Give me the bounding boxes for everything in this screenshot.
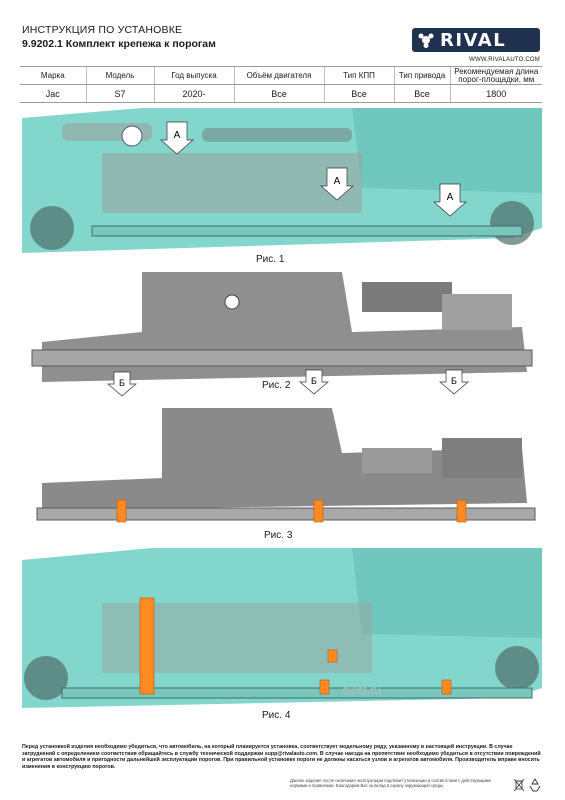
cell-gearbox: Все	[323, 84, 394, 103]
marker-b-3: Б	[451, 376, 457, 386]
col-make: Марка	[20, 66, 86, 85]
cell-year: 2020-	[153, 84, 234, 103]
cell-length: 1800	[449, 84, 542, 103]
kit-title: 9.9202.1 Комплект крепежа к порогам	[22, 38, 216, 50]
col-model: Модель	[85, 66, 154, 85]
crossed-bin-icon	[513, 778, 525, 792]
underbody-scan-teal: А А А	[22, 108, 542, 268]
underbody-scan-gray: Б Б Б	[22, 272, 542, 400]
col-gearbox: Тип КПП	[323, 66, 394, 85]
vehicle-spec-table: Марка Модель Год выпуска Объём двигателя…	[20, 66, 542, 103]
disposal-note: Данное изделие после окончания эксплуата…	[290, 778, 491, 788]
installation-warning: Перед установкой изделия необходимо убед…	[22, 744, 541, 770]
mounting-brackets	[116, 499, 467, 523]
brand-mark-icon	[418, 33, 434, 48]
figure-3: Рис. 3	[22, 408, 542, 544]
col-length: Рекомендуемая длина порог-площадки, мм	[449, 66, 542, 85]
recycle-icon	[529, 778, 541, 792]
cell-engine: Все	[233, 84, 324, 103]
col-drive: Тип привода	[393, 66, 450, 85]
figure-4-caption: Рис. 4	[260, 710, 293, 721]
figure-2: Б Б Б Рис. 2	[22, 272, 542, 400]
marker-b-1: Б	[119, 378, 125, 388]
underbody-scan-brackets	[22, 408, 542, 544]
document-footer: Перед установкой изделия необходимо убед…	[22, 744, 542, 792]
figure-3-caption: Рис. 3	[262, 530, 295, 541]
rival-logo: RIVAL	[412, 28, 540, 52]
document-title: ИНСТРУКЦИЯ ПО УСТАНОВКЕ	[22, 24, 183, 36]
cell-model: S7	[85, 84, 154, 103]
brand-name: RIVAL	[440, 29, 507, 51]
figure-4: exist.ru Рис. 4	[22, 548, 542, 728]
figure-1-caption: Рис. 1	[254, 254, 287, 265]
installed-brackets	[139, 597, 452, 695]
col-engine: Объём двигателя	[233, 66, 324, 85]
figure-1: А А А Рис. 1	[22, 108, 542, 268]
figure-2-caption: Рис. 2	[260, 380, 293, 391]
col-year: Год выпуска	[153, 66, 234, 85]
marker-a-3: А	[447, 192, 454, 203]
website-link[interactable]: WWW.RIVALAUTO.COM	[469, 57, 540, 63]
document-header: ИНСТРУКЦИЯ ПО УСТАНОВКЕ 9.9202.1 Комплек…	[22, 24, 542, 70]
cell-make: Jac	[20, 84, 86, 103]
marker-a-1: А	[174, 130, 181, 141]
cell-drive: Все	[393, 84, 450, 103]
marker-a-2: А	[334, 176, 341, 187]
marker-b-2: Б	[311, 376, 317, 386]
underbody-scan-installed: exist.ru	[22, 548, 542, 728]
watermark-text: exist.ru	[342, 683, 381, 697]
